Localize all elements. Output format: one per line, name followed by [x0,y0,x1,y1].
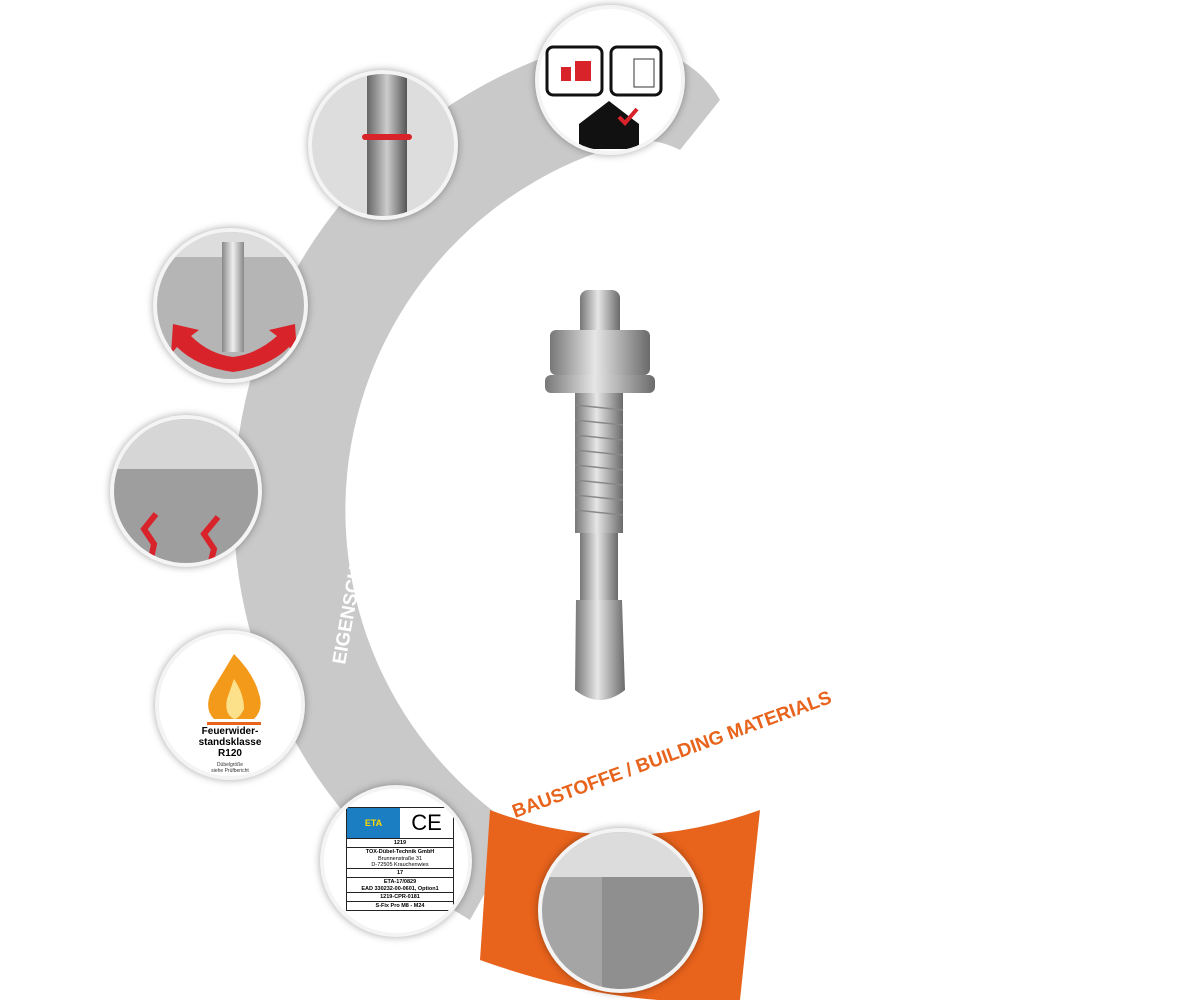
anchor-sleeve-circle [308,70,458,220]
label-row: TOX-Dübel-Technik GmbH [347,847,453,856]
anchor-in-concrete-circle [153,228,308,383]
label-row: 1219 [347,838,453,847]
fire-class-value: R120 [218,748,242,759]
ce-label: ETA CE 1219 TOX-Dübel-Technik GmbH Brunne… [346,807,454,911]
cracked-concrete-circle [110,415,262,567]
label-row: Brunnenstraße 31 [377,856,423,862]
gray-arc [233,40,640,920]
label-row: 1219-CPR-0181 [347,892,453,901]
label-row: ETA-17/0829 [347,877,453,886]
building-material-concrete-circle [538,828,703,993]
materials-label: BAUSTOFFE / BUILDING MATERIALS [510,687,835,822]
approval-icons-circle [535,5,685,155]
anchor-bolt-image [545,290,655,700]
crack-icon [140,512,221,563]
flame-icon [207,654,261,725]
fire-note: Dübelgröße siehe Prüfbericht [211,762,249,774]
fire-class-title: Feuerwider- standsklasse [198,726,262,748]
label-row: S-Fix Pro M8 - M24 [347,901,453,910]
eta-logo: ETA [347,808,400,838]
label-row: 17 [347,868,453,877]
label-row: EAD 330232-00-0601, Option1 [361,886,439,892]
ce-label-circle: ETA CE 1219 TOX-Dübel-Technik GmbH Brunne… [320,785,472,937]
label-row: D-72505 Krauchenwies [371,862,429,868]
fire-resistance-circle: Feuerwider- standsklasse R120 Dübelgröße… [155,630,305,780]
ce-mark: CE [411,810,442,835]
expansion-arrows-icon [171,324,297,372]
